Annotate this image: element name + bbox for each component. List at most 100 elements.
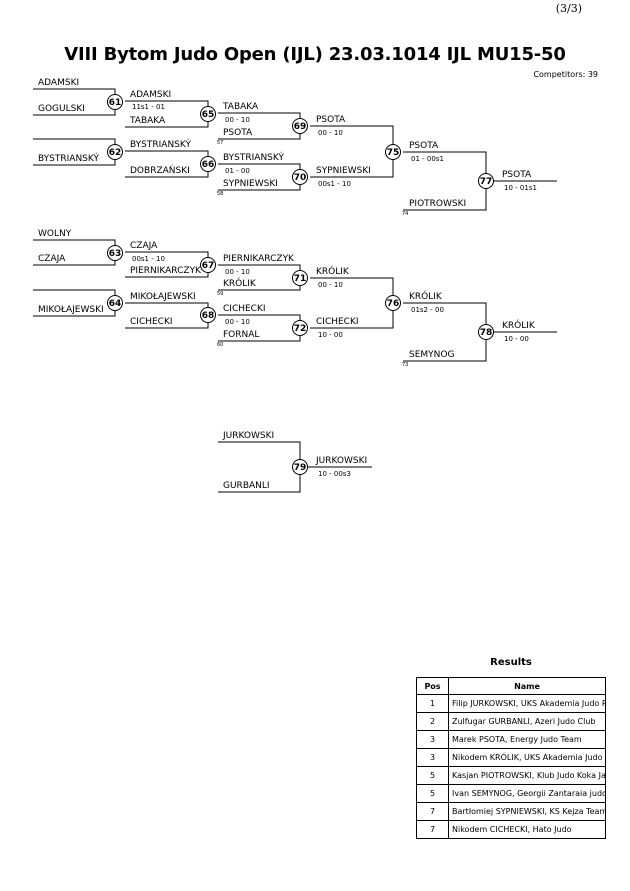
column-header-pos: Pos — [416, 677, 449, 695]
match-number-badge: 70 — [292, 169, 308, 185]
match-number-badge: 65 — [200, 106, 216, 122]
match-score: 10 - 00s3 — [318, 470, 351, 478]
match-score: 00s1 - 10 — [132, 255, 165, 263]
competitor-name: GURBANLI — [223, 481, 270, 491]
result-position: 7 — [416, 802, 449, 821]
competitor-name: PIOTROWSKI — [409, 199, 467, 209]
match-number-badge: 71 — [292, 270, 308, 286]
match-score: 00 - 10 — [225, 318, 250, 326]
result-position: 1 — [416, 694, 449, 713]
competitor-name: DOBRZAŃSKI — [130, 166, 190, 176]
result-name: Filip JURKOWSKI, UKS Akademia Judo Rzesz… — [448, 694, 606, 713]
match-score: 01s2 - 00 — [411, 306, 444, 314]
match-number-badge: 63 — [107, 245, 123, 261]
competitor-name: KRÓLIK — [502, 321, 535, 331]
result-name: Nikodem KRÓLIK, UKS Akademia Judo Dragon — [448, 748, 606, 767]
match-score: 11s1 - 01 — [132, 103, 165, 111]
competitor-name: ADAMSKI — [38, 78, 80, 88]
result-name: Zulfugar GURBANLI, Azeri Judo Club — [448, 712, 606, 731]
competitor-name: CICHECKI — [130, 317, 173, 327]
competitor-name: CZAJA — [38, 254, 66, 264]
match-number-badge: 77 — [478, 173, 494, 189]
match-reference: 73 — [402, 362, 409, 368]
competitor-name: SEMYNOG — [409, 350, 455, 360]
competitor-name: JURKOWSKI — [316, 456, 368, 466]
column-header-name: Name — [448, 677, 606, 695]
competitor-name: KRÓLIK — [316, 267, 349, 277]
result-position: 3 — [416, 748, 449, 767]
match-score: 10 - 00 — [504, 335, 529, 343]
competitor-name: PSOTA — [502, 170, 532, 180]
results-header-row: Pos Name — [416, 677, 606, 695]
match-score: 01 - 00 — [225, 167, 250, 175]
competitor-name: MIKOŁAJEWSKI — [38, 305, 104, 315]
result-name: Bartłomiej SYPNIEWSKI, KS Kejza Team Ryb… — [448, 802, 606, 821]
match-number-badge: 79 — [292, 459, 308, 475]
competitor-name: WOLNY — [38, 229, 72, 239]
match-score: 00s1 - 10 — [318, 180, 351, 188]
result-name: Kasjan PIOTROWSKI, Klub Judo Koka Jastrz… — [448, 766, 606, 785]
match-number-badge: 78 — [478, 324, 494, 340]
competitor-name: TABAKA — [130, 116, 166, 126]
competitor-name: MIKOŁAJEWSKI — [130, 292, 196, 302]
match-reference: 74 — [402, 211, 409, 217]
competitor-name: BYSTRIANSKÝ — [130, 140, 191, 150]
match-number-badge: 68 — [200, 307, 216, 323]
competitor-name: BYSTRIANSKÝ — [223, 153, 284, 163]
competitors-count: Competitors: 39 — [533, 70, 598, 79]
match-number-badge: 62 — [107, 144, 123, 160]
match-number-badge: 64 — [107, 295, 123, 311]
match-reference: 58 — [217, 191, 224, 197]
competitor-name: PIERNIKARCZYK — [130, 266, 201, 276]
result-name: Marek PSOTA, Energy Judo Team — [448, 730, 606, 749]
competitor-name: BYSTRIANSKÝ — [38, 154, 99, 164]
competitor-name: PIERNIKARCZYK — [223, 254, 294, 264]
match-number-badge: 66 — [200, 156, 216, 172]
match-number-badge: 72 — [292, 320, 308, 336]
page-title: VIII Bytom Judo Open (IJL) 23.03.1014 IJ… — [64, 44, 566, 65]
results-title: Results — [490, 657, 532, 668]
result-position: 7 — [416, 820, 449, 839]
competitor-name: GOGULSKI — [38, 104, 85, 114]
match-score: 10 - 00 — [318, 331, 343, 339]
match-number-badge: 75 — [385, 144, 401, 160]
competitor-name: PSOTA — [223, 128, 253, 138]
competitor-name: KRÓLIK — [223, 279, 256, 289]
match-number-badge: 76 — [385, 295, 401, 311]
match-score: 00 - 10 — [318, 129, 343, 137]
page-number: (3/3) — [555, 2, 582, 15]
match-score: 01 - 00s1 — [411, 155, 444, 163]
competitor-name: TABAKA — [223, 102, 259, 112]
result-position: 5 — [416, 784, 449, 803]
match-number-badge: 61 — [107, 94, 123, 110]
competitor-name: KRÓLIK — [409, 292, 442, 302]
competitor-name: JURKOWSKI — [223, 431, 275, 441]
competitor-name: FORNAL — [223, 330, 260, 340]
competitor-name: SYPNIEWSKI — [223, 179, 278, 189]
result-position: 3 — [416, 730, 449, 749]
match-reference: 60 — [217, 342, 224, 348]
competitor-name: SYPNIEWSKI — [316, 166, 371, 176]
match-score: 00 - 10 — [225, 116, 250, 124]
competitor-name: PSOTA — [316, 115, 346, 125]
competitor-name: CICHECKI — [316, 317, 359, 327]
match-score: 10 - 01s1 — [504, 184, 537, 192]
result-name: Ivan SEMYNOG, Georgii Zantaraia judo sch… — [448, 784, 606, 803]
competitor-name: ADAMSKI — [130, 90, 172, 100]
competitor-name: CZAJA — [130, 241, 158, 251]
match-score: 00 - 10 — [318, 281, 343, 289]
match-reference: 57 — [217, 140, 224, 146]
match-number-badge: 69 — [292, 118, 308, 134]
result-position: 2 — [416, 712, 449, 731]
match-reference: 59 — [217, 291, 224, 297]
competitor-name: CICHECKI — [223, 304, 266, 314]
result-name: Nikodem CICHECKI, Hato Judo — [448, 820, 606, 839]
result-position: 5 — [416, 766, 449, 785]
match-score: 00 - 10 — [225, 268, 250, 276]
